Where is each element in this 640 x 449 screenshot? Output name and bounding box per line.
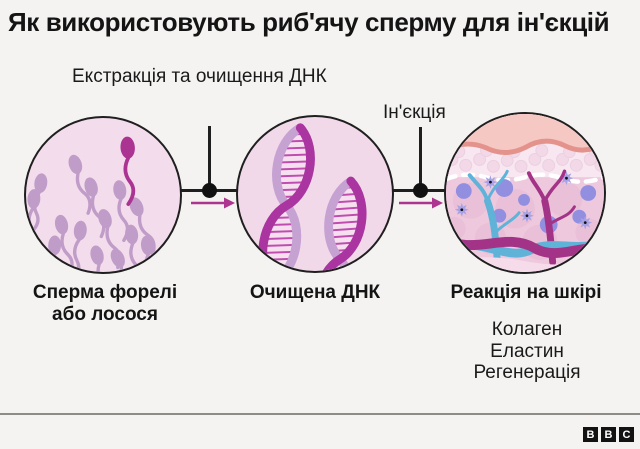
leader-line-extraction [208,126,211,191]
footer-divider [0,413,640,415]
leader-line-injection [419,127,422,191]
effect-item: Еластин [490,340,564,362]
caption-sperm: Сперма форелі або лосося [33,282,177,326]
bbc-logo-block: C [619,427,634,442]
step-circle-sperm [24,116,182,274]
bbc-logo: B B C [583,427,634,442]
arrow-right-icon [399,197,443,209]
connector-dot [202,183,217,198]
caption-line: Сперма форелі [32,282,178,303]
arrow-right-icon [191,197,235,209]
step-circle-dna [236,115,394,273]
dna-illustration [238,117,392,271]
bbc-logo-block: B [583,427,598,442]
skin-illustration [446,114,604,272]
effect-item: Колаген [491,319,563,340]
stage-label-injection: Ін'єкція [383,102,446,123]
bbc-logo-block: B [601,427,616,442]
skin-effects-list: Колаген Еластин Регенерація [473,319,580,384]
connector-dot [413,183,428,198]
page-title: Як використовують риб'ячу сперму для ін'… [8,7,610,37]
stage-label-extraction: Екстракція та очищення ДНК [72,66,327,87]
caption-line: або лосося [52,304,158,325]
caption-skin: Реакція на шкірі [450,282,602,303]
effect-item: Регенерація [473,362,581,383]
step-circle-skin [444,112,606,274]
caption-dna: Очищена ДНК [249,282,381,303]
sperm-illustration [26,134,164,272]
